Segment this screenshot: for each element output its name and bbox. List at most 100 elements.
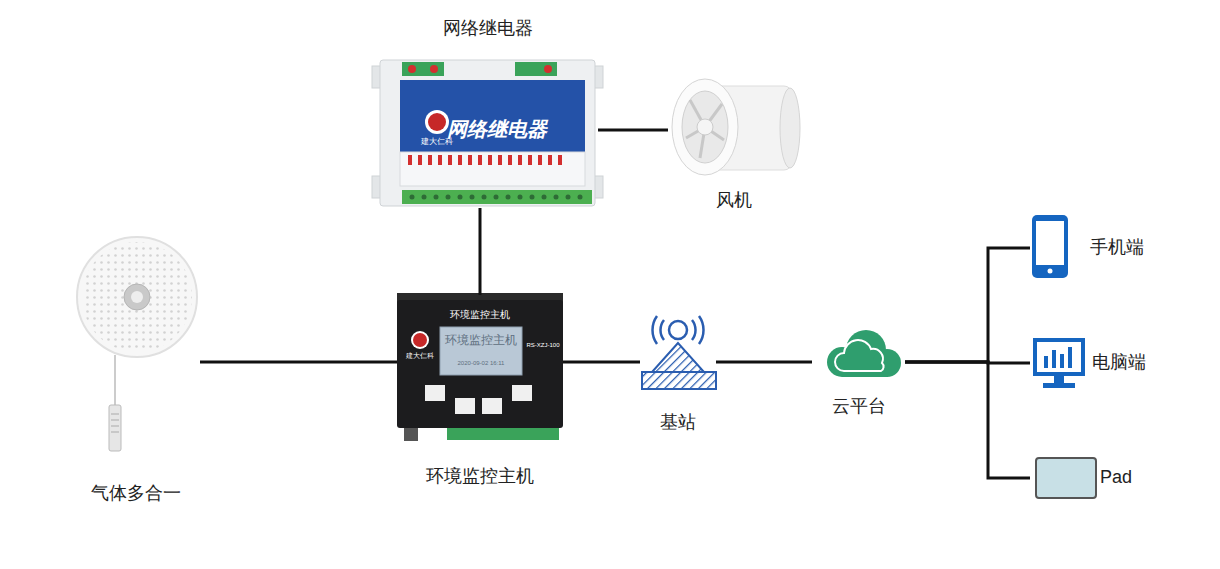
connector-line [563, 361, 640, 364]
host-device-part [397, 300, 563, 428]
screen-text: 环境监控主机 [445, 334, 517, 348]
base-station-icon-part [660, 320, 664, 340]
node-caption: 基站 [660, 412, 696, 434]
connector-line [598, 129, 668, 132]
relay-device-part-part [558, 155, 562, 165]
computer-icon-part [1037, 342, 1081, 372]
host-device-part [447, 428, 559, 440]
node-caption: Pad [1100, 467, 1132, 489]
base-station-icon-part [642, 372, 716, 389]
relay-device-part [428, 113, 446, 131]
node-caption: 手机端 [1090, 237, 1144, 259]
relay-device-part-part [458, 195, 463, 200]
relay-device-part-part [446, 195, 451, 200]
relay-device-part [402, 62, 444, 76]
connector-line [200, 361, 397, 364]
computer-icon-part [1060, 354, 1064, 368]
host-device-part [440, 327, 522, 375]
relay-node: 网络继电器 [378, 18, 598, 208]
host-device-part [512, 385, 532, 401]
computer-icon-part [1044, 356, 1048, 368]
host-node: 环境监控主机 [397, 295, 563, 488]
relay-device-part-part [408, 155, 412, 165]
node-caption: 环境监控主机 [426, 466, 534, 488]
connector-line [479, 208, 482, 295]
tablet-icon [1036, 458, 1096, 498]
relay-device-part-part [530, 195, 535, 200]
relay-device-part [400, 80, 585, 152]
relay-device-part-part [554, 195, 559, 200]
model-print: RS-XZJ-100 [526, 342, 559, 349]
client-node: 电脑端 [1030, 336, 1160, 390]
relay-device-part [408, 65, 416, 73]
relay-device-part-part [470, 195, 475, 200]
relay-device [372, 60, 603, 206]
cloud-icon [827, 330, 901, 377]
connector-line [905, 362, 1030, 478]
relay-device-part-part [548, 155, 552, 165]
relay-device-part-part [566, 195, 571, 200]
relay-device-part [380, 60, 595, 206]
relay-device-part-part [506, 195, 511, 200]
relay-device-part-part [578, 195, 583, 200]
base-station-node: 基站 [640, 316, 716, 434]
host-device [397, 293, 563, 441]
computer-icon-part [1052, 350, 1056, 368]
gas-sensor-part [109, 405, 121, 451]
gas-sensor-part [80, 240, 195, 355]
connector-line [716, 361, 812, 364]
client-node: 手机端 [1030, 214, 1160, 282]
relay-device-part-part [418, 155, 422, 165]
phone-icon-part [1032, 215, 1068, 278]
relay-device-part-part [428, 155, 432, 165]
relay-device-part-part [488, 155, 492, 165]
computer-icon-part [1033, 338, 1085, 376]
relay-device-part-part [508, 155, 512, 165]
host-device-part [425, 385, 445, 401]
fan-device-part [672, 79, 738, 175]
relay-device-part-part [518, 155, 522, 165]
cloud-icon-part [835, 340, 884, 371]
base-station-icon-part [652, 343, 704, 372]
node-caption: 风机 [716, 190, 752, 212]
phone-icon-part [1048, 269, 1053, 274]
gas-sensor-part [111, 414, 119, 415]
node-caption: 网络继电器 [443, 18, 533, 40]
gas-sensor-part [111, 420, 119, 421]
computer-icon-part [1068, 347, 1072, 368]
fan-device-part [682, 91, 728, 163]
host-device-part [411, 331, 429, 349]
base-station-icon [642, 316, 716, 389]
computer-icon-part [1054, 376, 1064, 383]
fan-node: 风机 [668, 75, 800, 212]
host-device-part [413, 333, 427, 347]
relay-device-part-part [518, 195, 523, 200]
relay-device-part-part [438, 155, 442, 165]
relay-device-part [425, 110, 449, 134]
computer-icon [1033, 338, 1085, 388]
relay-device-part [410, 195, 583, 200]
device-print: 网络继电器 [447, 118, 547, 141]
relay-device-part-part [538, 155, 542, 165]
relay-device-part [402, 190, 592, 204]
base-station-icon-part [652, 316, 657, 344]
relay-device-part [515, 62, 557, 76]
relay-device-part-part [458, 155, 462, 165]
connector-line [905, 248, 1030, 362]
relay-device-part-part [494, 195, 499, 200]
relay-device-part [544, 65, 552, 73]
gas-sensor-part [131, 291, 143, 303]
client-node: Pad [1030, 456, 1140, 500]
base-station-icon-part [669, 321, 687, 339]
phone-icon-part [1036, 221, 1064, 265]
base-station-icon-part [692, 320, 696, 340]
relay-device-part-part [434, 195, 439, 200]
fan-device [672, 79, 800, 175]
relay-device-part-part [448, 155, 452, 165]
node-caption: 云平台 [832, 396, 886, 418]
fan-device-part [697, 119, 713, 135]
relay-device-part-part [422, 195, 427, 200]
